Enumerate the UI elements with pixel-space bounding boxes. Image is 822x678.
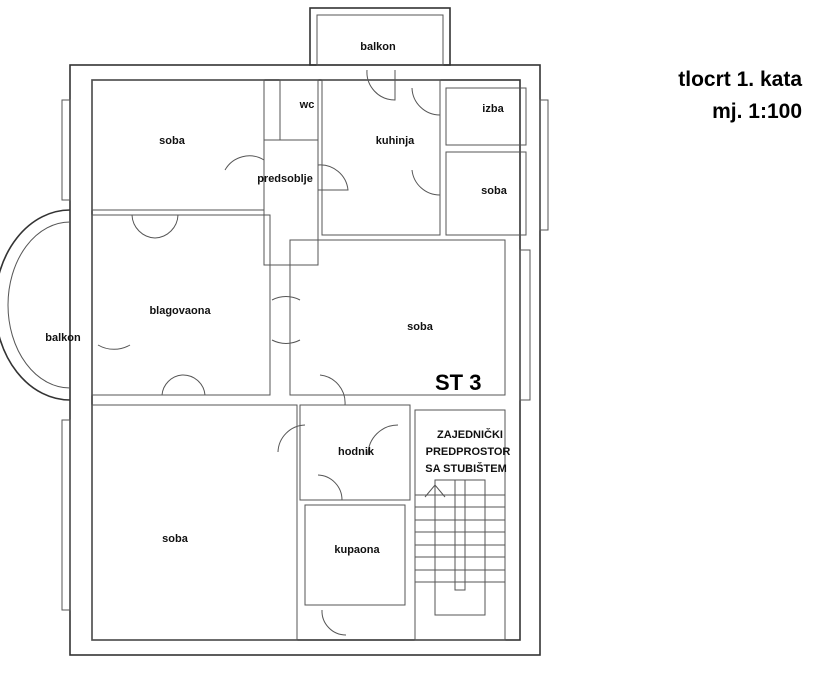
stair-label-line1: ZAJEDNIČKI [437, 428, 503, 441]
room-label-blagovaona: blagovaona [149, 305, 211, 317]
plan-scale: mj. 1:100 [712, 100, 802, 123]
plan-title: tlocrt 1. kata [678, 68, 802, 91]
room-label-soba-top-left: soba [159, 135, 186, 147]
room-label-soba-bottom-left: soba [162, 533, 189, 545]
room-label-soba-right-small: soba [481, 185, 508, 197]
stair-label-line3: SA STUBIŠTEM [425, 462, 507, 475]
room-label-izba: izba [482, 103, 504, 115]
doors [97, 69, 441, 636]
stair-label-line2: PREDPROSTOR [426, 446, 511, 458]
unit-label: ST 3 [435, 370, 481, 395]
room-label-hodnik: hodnik [338, 446, 375, 458]
balcony-left [0, 209, 71, 401]
room-label-kupaona: kupaona [334, 544, 380, 556]
room-label-soba-middle: soba [407, 321, 434, 333]
room-label-predsoblje: predsoblje [257, 173, 313, 185]
room-label-balkon-top: balkon [360, 41, 396, 53]
balcony-top [309, 7, 451, 66]
room-label-wc: wc [299, 99, 315, 111]
interior-walls [91, 79, 527, 641]
room-label-balkon-left: balkon [45, 332, 81, 344]
room-label-kuhinja: kuhinja [376, 135, 415, 147]
staircase [415, 479, 505, 616]
